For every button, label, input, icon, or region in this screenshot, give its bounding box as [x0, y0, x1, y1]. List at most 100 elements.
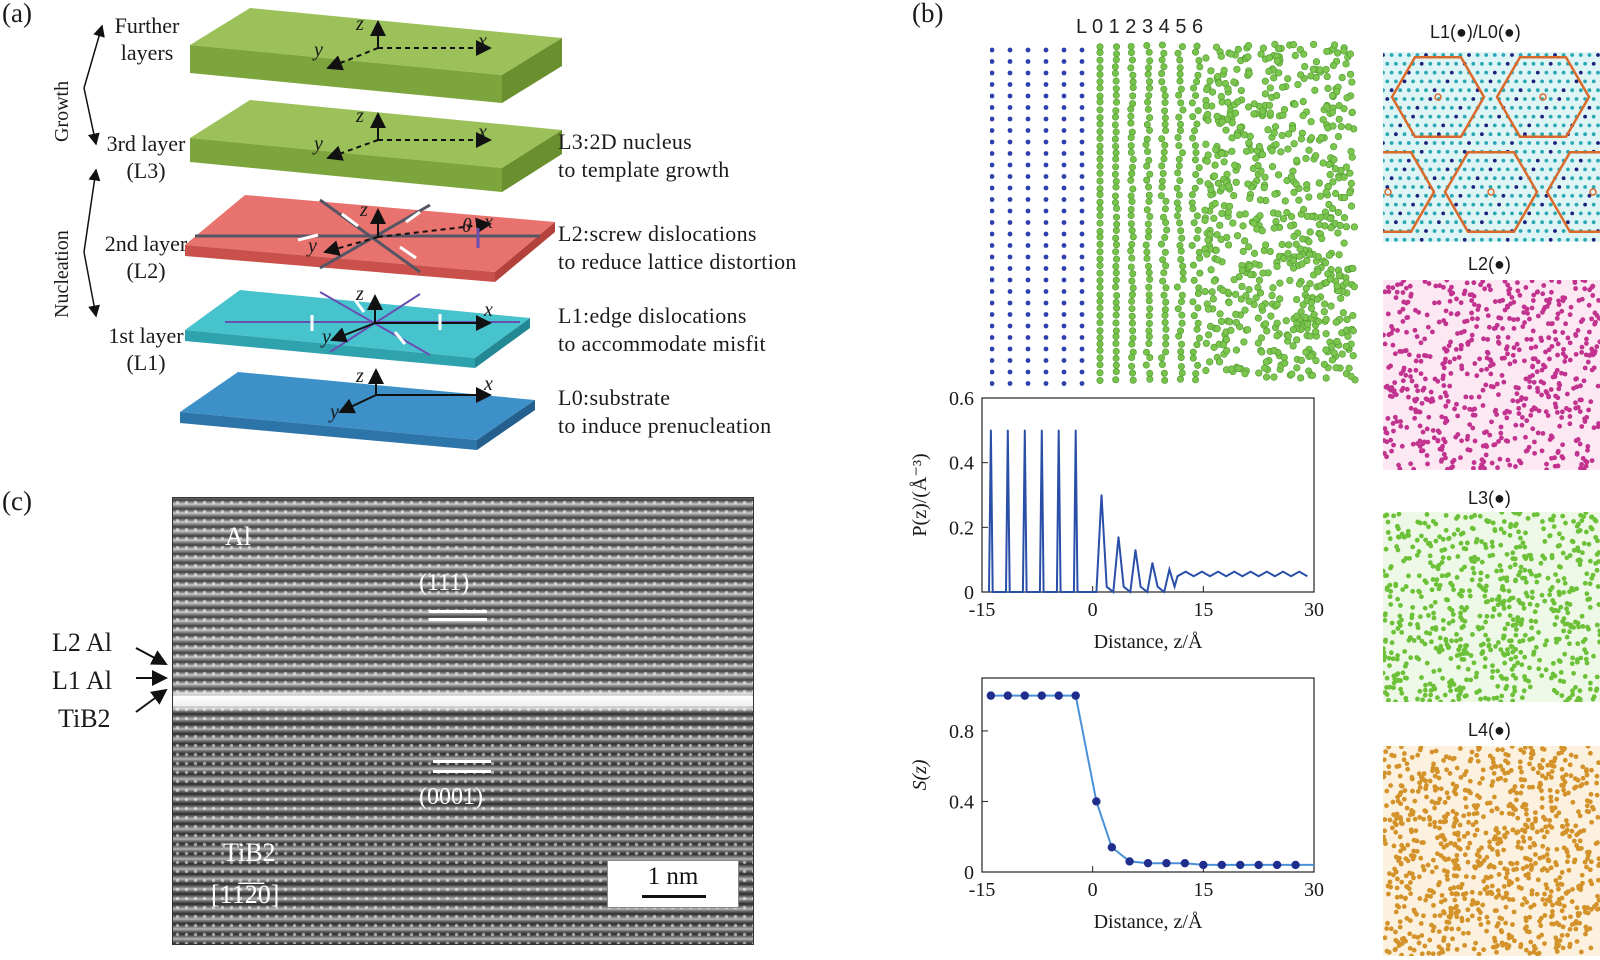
layer-atom: [1196, 254, 1204, 262]
layer-atom: [1146, 275, 1154, 283]
l4-atom: [1429, 749, 1435, 755]
l2-atom: [1484, 429, 1489, 435]
layer-atom: [1129, 185, 1137, 193]
l1-atom: [1531, 132, 1536, 137]
liquid-atom: [1217, 317, 1226, 326]
l1-atom: [1383, 70, 1385, 75]
slab-l3: [190, 100, 562, 192]
l1-atom: [1596, 176, 1600, 181]
l2-atom: [1483, 382, 1489, 388]
l2-atom: [1439, 414, 1445, 420]
liquid-atom: [1282, 317, 1290, 325]
layer-atom: [1096, 120, 1104, 128]
l4-atom: [1475, 758, 1481, 764]
l2-atom: [1549, 343, 1555, 349]
l3-atom: [1438, 643, 1444, 649]
substrate-atom: [1025, 323, 1031, 329]
l4-atom: [1543, 824, 1548, 830]
l3-atom: [1464, 693, 1469, 699]
l2-atom: [1507, 409, 1512, 415]
l1-atom: [1540, 79, 1544, 84]
l1-atom: [1501, 70, 1506, 75]
substrate-atom: [1043, 266, 1049, 271]
l4-atom: [1473, 865, 1478, 871]
substrate-atom: [990, 174, 995, 179]
l4-atom: [1545, 762, 1551, 768]
l2-atom: [1527, 316, 1532, 322]
l1-atom: [1389, 88, 1394, 93]
l4-atom: [1474, 793, 1480, 798]
l4-atom: [1383, 828, 1388, 834]
l2-atom: [1413, 367, 1419, 373]
l3-atom: [1512, 562, 1518, 568]
pz-peak-point: [1040, 429, 1043, 432]
liquid-atom: [1322, 65, 1330, 74]
l1-atom: [1398, 53, 1403, 57]
l4-atom: [1436, 775, 1442, 781]
liquid-atom: [1327, 302, 1335, 310]
layer-atom: [1096, 240, 1104, 248]
l3-atom: [1424, 512, 1430, 517]
l2-atom: [1464, 436, 1470, 442]
layer-atom: [1173, 212, 1181, 220]
liquid-atom: [1260, 184, 1268, 192]
l1-atom: [1531, 202, 1536, 207]
layer-atom: [1143, 348, 1151, 356]
l3-atom: [1501, 530, 1507, 536]
substrate-atom: [1061, 47, 1067, 53]
liquid-atom: [1346, 70, 1355, 78]
liquid-atom: [1340, 47, 1348, 55]
l2-atom: [1411, 466, 1417, 470]
l3-atom: [1542, 598, 1548, 604]
l3-atom: [1402, 675, 1408, 681]
substrate-atom: [1061, 289, 1067, 294]
liquid-atom: [1209, 295, 1217, 303]
l2-atom: [1431, 435, 1437, 441]
l1-atom: [1535, 158, 1540, 163]
l4-atom: [1463, 804, 1469, 810]
liquid-atom: [1281, 359, 1289, 367]
x-tick-label: 0: [1088, 879, 1098, 901]
l4-atom: [1503, 758, 1508, 764]
layer-atom: [1176, 64, 1184, 72]
l2-atom: [1561, 346, 1566, 352]
liquid-atom: [1242, 292, 1250, 300]
liquid-atom: [1284, 75, 1292, 83]
l4-atom: [1544, 885, 1550, 891]
substrate-atom: [1007, 358, 1013, 363]
liquid-atom: [1342, 223, 1351, 231]
l3-atom: [1446, 555, 1452, 561]
l2-atom: [1485, 350, 1491, 356]
layer-atom: [1174, 134, 1182, 142]
l3-atom: [1443, 527, 1449, 533]
l1-atom: [1531, 220, 1536, 225]
l3-atom: [1564, 634, 1570, 640]
liquid-atom: [1348, 153, 1356, 161]
l3-atom: [1416, 635, 1422, 641]
l3-atom: [1423, 537, 1429, 543]
l4-atom: [1383, 935, 1388, 941]
layer-atom: [1096, 319, 1104, 327]
l2-atom: [1559, 370, 1564, 376]
liquid-atom: [1337, 294, 1345, 302]
liquid-atom: [1322, 315, 1330, 323]
substrate-atom: [1061, 105, 1067, 110]
l1-atom: [1467, 53, 1471, 57]
liquid-atom: [1306, 228, 1314, 236]
layer-atom: [1145, 78, 1153, 86]
l1-atom: [1445, 167, 1450, 172]
l4-atom: [1450, 781, 1456, 787]
l3-atom: [1554, 614, 1560, 620]
layer-atom: [1111, 63, 1119, 71]
l4-atom: [1505, 752, 1511, 758]
l1-atom: [1411, 114, 1415, 119]
l4-atom: [1455, 908, 1461, 914]
layer-atom: [1161, 92, 1169, 100]
l4-atom: [1413, 828, 1419, 834]
l3-atom: [1498, 576, 1503, 582]
l1-atom: [1492, 88, 1497, 93]
l2-atom: [1535, 430, 1541, 436]
l1-atom: [1514, 114, 1519, 119]
l2-atom: [1443, 403, 1449, 409]
l2-atom: [1527, 374, 1533, 380]
